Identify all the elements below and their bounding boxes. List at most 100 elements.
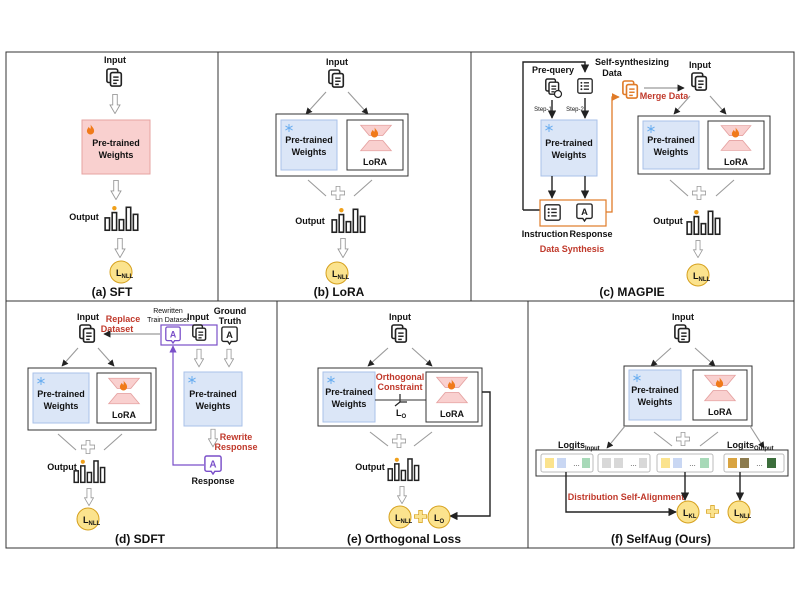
hollow-arrow-in	[369, 431, 389, 447]
pretrained-label-1: Pre-trained	[325, 387, 373, 397]
plus-orange-icon	[414, 510, 427, 523]
hollow-arrow-icon	[110, 180, 122, 200]
plus-icon	[81, 440, 95, 454]
ground-truth-1: Ground	[214, 306, 247, 316]
document-icon	[192, 324, 207, 341]
input-label: Input	[689, 60, 711, 70]
ellipsis: …	[630, 461, 637, 468]
caption-lora: (b) LoRA	[314, 285, 365, 299]
hollow-arrow-out-left	[606, 425, 626, 449]
synthesis-frame	[539, 199, 607, 227]
ground-truth-2: Truth	[219, 316, 242, 326]
plus-icon	[392, 434, 406, 448]
document-icon	[328, 69, 345, 88]
hollow-arrow-icon	[397, 486, 407, 504]
document-icon	[674, 324, 691, 343]
hollow-arrow-icon	[84, 488, 94, 506]
panel-sft: Input Pre-trained Weights Output LNLL (a…	[69, 55, 151, 299]
response-a-icon	[221, 326, 238, 345]
replace-dataset-1: Replace	[106, 314, 141, 324]
ellipsis: …	[756, 461, 763, 468]
pretrained-label-2: Weights	[552, 150, 587, 160]
prequery-label: Pre-query	[532, 65, 574, 75]
nll-loss-main: LNLL	[395, 513, 412, 525]
output-label: Output	[295, 216, 325, 226]
nll-loss-main: LNLL	[693, 271, 710, 283]
caption-sft: (a) SFT	[92, 285, 133, 299]
input-label: Input	[326, 57, 348, 67]
panel-orthogonal: Input Pre-trained Weights Orthogonal Con…	[317, 312, 491, 546]
hollow-arrow-right	[347, 91, 369, 115]
panel-selfaug: Input Pre-trained Weights LoRA LogitsInp…	[535, 312, 789, 546]
lo-loss-icon	[427, 505, 451, 529]
panel-borders	[5, 51, 795, 549]
input-label: Input	[77, 312, 99, 322]
hollow-arrow-in	[103, 433, 123, 451]
hollow-arrow-icon	[224, 348, 234, 368]
nll-loss-main: LNLL	[332, 269, 349, 281]
hollow-arrow-icon	[693, 240, 703, 258]
document-icon	[106, 68, 123, 87]
frozen-weights-box	[642, 120, 700, 170]
pretrained-label-2: Weights	[654, 147, 689, 157]
rewrite-response-1: Rewrite	[220, 432, 253, 442]
hollow-arrow-left	[367, 347, 389, 367]
hollow-arrow-in	[699, 431, 719, 447]
nll-loss-icon	[109, 260, 133, 284]
response-a-purple-icon	[165, 326, 181, 344]
self-synth-label-2: Data	[602, 68, 623, 78]
output-label: Output	[355, 462, 385, 472]
self-synth-label-1: Self-synthesizing	[595, 57, 669, 67]
caption-selfaug: (f) SelfAug (Ours)	[611, 532, 711, 546]
model-frame	[623, 365, 753, 427]
ellipsis: …	[689, 461, 696, 468]
lora-label: LoRA	[112, 410, 136, 420]
bar-chart-icon	[104, 205, 139, 232]
nll-loss-icon	[325, 261, 349, 285]
lora-label: LoRA	[724, 157, 748, 167]
pretrained-label-1: Pre-trained	[285, 135, 333, 145]
rewrite-response-2: Response	[214, 442, 257, 452]
hollow-arrow-in	[669, 179, 689, 197]
input-label-2: Input	[187, 312, 209, 322]
instruction-label: Instruction	[522, 229, 569, 239]
panel-sdft: Input Replace Dataset Rewritten Train Da…	[27, 306, 258, 546]
caption-sdft: (d) SDFT	[115, 532, 166, 546]
model-frame	[275, 113, 409, 177]
step2-label: Step-2	[566, 107, 584, 113]
lo-loss-main: LO	[434, 513, 445, 525]
hollow-arrow-in	[353, 179, 373, 197]
rewritten-2: Train Dataset	[147, 317, 189, 324]
replace-dataset-2: Dataset	[101, 324, 134, 334]
hollow-arrow-right	[709, 95, 727, 115]
nll-loss-icon	[76, 507, 100, 531]
kl-loss-main: LKL	[683, 508, 697, 520]
pretrained-label-2: Weights	[196, 401, 231, 411]
pretrained-label-2: Weights	[332, 399, 367, 409]
plus-icon	[692, 186, 706, 200]
document-icon	[79, 324, 96, 343]
loop-arrow	[522, 61, 590, 210]
lora-label: LoRA	[363, 157, 387, 167]
lora-label: LoRA	[708, 407, 732, 417]
input-label: Input	[389, 312, 411, 322]
plus-icon	[676, 432, 690, 446]
orthogonal-icon	[394, 394, 407, 407]
rewritten-frame	[160, 324, 218, 346]
pretrained-label-1: Pre-trained	[92, 138, 140, 148]
logits-frame	[535, 449, 789, 477]
logits-output-group-2: …	[723, 453, 785, 473]
model-frame	[637, 115, 771, 175]
bar-chart-icon	[331, 207, 366, 234]
pretrained-label-1: Pre-trained	[631, 385, 679, 395]
input-label: Input	[672, 312, 694, 322]
rewrite-loop-arrow	[169, 345, 204, 466]
bar-chart-icon	[387, 456, 420, 482]
pretrained-label-1: Pre-trained	[545, 138, 593, 148]
pretrained-label-2: Weights	[44, 401, 79, 411]
model-frame	[317, 367, 483, 427]
hollow-arrow-in	[653, 431, 673, 447]
input-label: Input	[104, 55, 126, 65]
rewritten-1: Rewritten	[153, 308, 183, 315]
kl-loss-icon	[676, 500, 700, 524]
